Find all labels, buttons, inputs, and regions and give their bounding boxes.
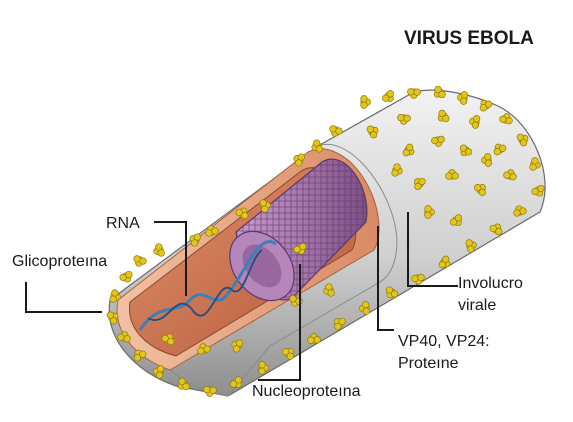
glycoprotein-spike bbox=[333, 317, 346, 331]
glycoprotein-spike bbox=[229, 376, 243, 389]
glycoprotein-spike bbox=[323, 283, 335, 297]
diagram-title: VIRUS EBOLA bbox=[404, 28, 534, 49]
glycoprotein-spike bbox=[282, 348, 294, 360]
glycoprotein-spike bbox=[445, 169, 459, 180]
glycoprotein-spike bbox=[385, 286, 399, 299]
glycoprotein-spike bbox=[366, 125, 379, 139]
glycoprotein-spike bbox=[106, 311, 119, 325]
glycoprotein-spike bbox=[205, 225, 219, 237]
glycoprotein-spike bbox=[465, 239, 477, 253]
glycoprotein-spike bbox=[197, 343, 211, 355]
glycoprotein-spike bbox=[438, 255, 451, 269]
glycoprotein-spike bbox=[474, 184, 486, 196]
glycoprotein-spike bbox=[481, 153, 492, 167]
glycoprotein-spike bbox=[259, 199, 271, 213]
label-vp-line2: Proteıne bbox=[398, 355, 459, 372]
glycoprotein-spike bbox=[231, 339, 244, 353]
glycoprotein-spike bbox=[117, 331, 131, 343]
glycoprotein-spike bbox=[235, 207, 249, 220]
label-rna: RNA bbox=[106, 215, 140, 232]
glycoprotein-spike bbox=[513, 205, 527, 217]
glycoprotein-spike bbox=[407, 88, 421, 99]
glycoprotein-spike bbox=[457, 91, 469, 105]
label-envelope-line2: virale bbox=[458, 297, 496, 314]
label-nucleoprotein: Nucleoproteına bbox=[252, 383, 361, 400]
glycoprotein-spike bbox=[516, 133, 529, 147]
glycoprotein-spike bbox=[307, 333, 321, 344]
glycoprotein-spikes bbox=[106, 85, 545, 397]
glycoprotein-spike bbox=[161, 333, 175, 346]
label-glycoprotein: Glicoproteına bbox=[12, 253, 107, 270]
glycoprotein-spike bbox=[293, 242, 307, 255]
glycoprotein-spike bbox=[431, 135, 445, 147]
glycoprotein-spike bbox=[493, 143, 507, 156]
glycoprotein-spike bbox=[479, 99, 493, 112]
glycoprotein-spike bbox=[311, 139, 323, 153]
glycoprotein-spike bbox=[258, 361, 269, 375]
glycoprotein-spike bbox=[329, 125, 343, 137]
glycoprotein-spike bbox=[437, 109, 450, 123]
label-vp-line1: VP40, VP24: bbox=[398, 333, 490, 350]
glycoprotein-spike bbox=[424, 205, 435, 219]
glycoprotein-spike bbox=[360, 95, 371, 109]
glycoprotein-spike bbox=[359, 301, 371, 315]
glycoprotein-spike bbox=[469, 115, 481, 129]
rna-strand bbox=[138, 240, 277, 331]
glycoprotein-spike bbox=[382, 90, 394, 102]
glycoprotein-spike bbox=[503, 169, 517, 181]
glycoprotein-spike bbox=[153, 365, 165, 379]
glycoprotein-spike bbox=[449, 214, 463, 227]
glycoprotein-spike bbox=[433, 85, 446, 99]
glycoprotein-spike bbox=[153, 243, 165, 257]
glycoprotein-spike bbox=[499, 113, 513, 125]
label-envelope-line1: Involucro bbox=[458, 275, 523, 292]
glycoprotein-spike bbox=[177, 377, 190, 391]
glycoprotein-spike bbox=[293, 153, 305, 167]
glycoprotein-spike bbox=[109, 289, 121, 303]
glycoprotein-spike bbox=[531, 184, 545, 197]
glycoprotein-spike bbox=[402, 143, 415, 157]
glycoprotein-spike bbox=[489, 223, 503, 236]
glycoprotein-spike bbox=[391, 163, 403, 177]
glycoprotein-spike bbox=[413, 177, 426, 191]
glycoprotein-spike bbox=[203, 386, 217, 397]
envelope-cut-rim bbox=[149, 144, 398, 397]
glycoprotein-spike bbox=[459, 144, 473, 157]
glycoprotein-spike bbox=[397, 114, 411, 125]
glycoprotein-spike bbox=[411, 273, 425, 285]
glycoprotein-spike bbox=[529, 157, 541, 171]
glycoprotein-spike bbox=[133, 255, 147, 267]
glycoprotein-spike bbox=[133, 349, 147, 362]
leader-lines bbox=[25, 212, 458, 381]
glycoprotein-spike bbox=[189, 233, 202, 247]
glycoprotein-spike bbox=[119, 270, 133, 283]
